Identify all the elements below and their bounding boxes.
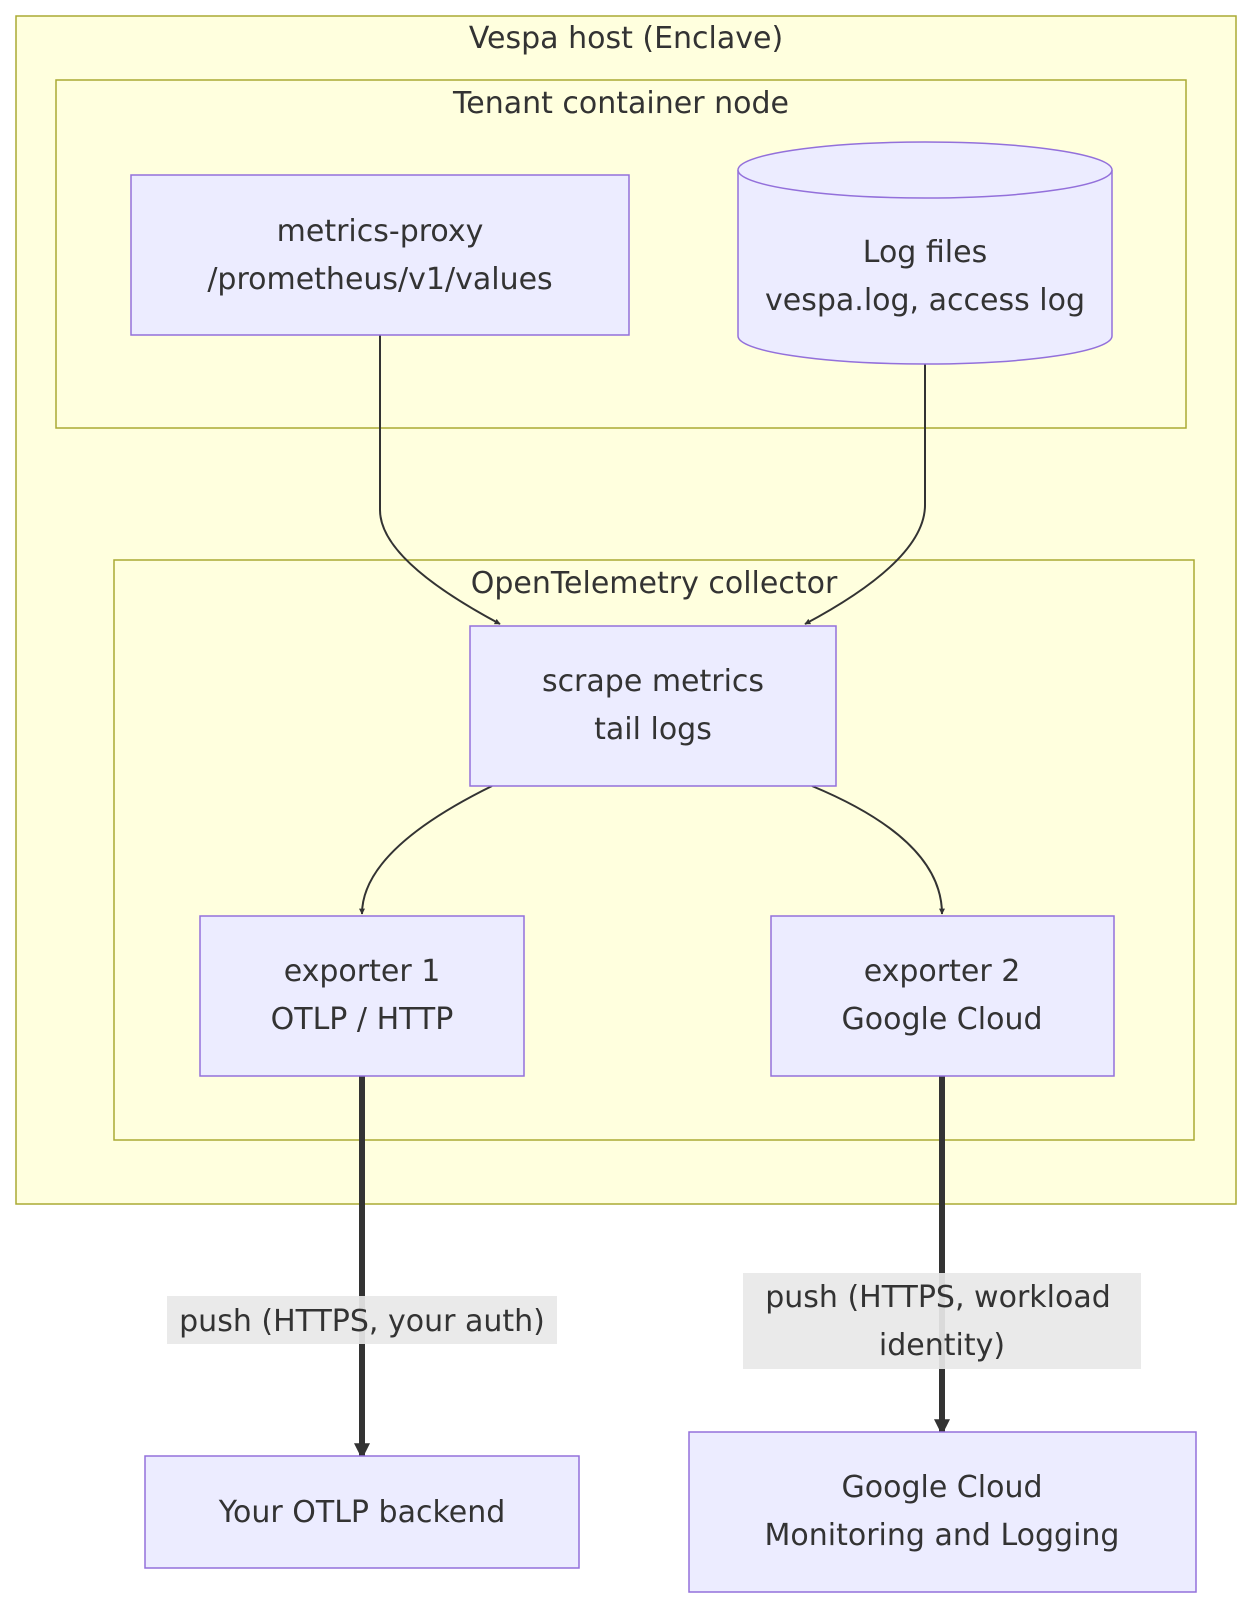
node-exporter1-line1: exporter 1: [284, 954, 441, 989]
log-files-cylinder-body: [737, 170, 1113, 365]
node-otlp-backend: Your OTLP backend: [144, 1455, 580, 1569]
node-gcloud-line2: Monitoring and Logging: [765, 1518, 1120, 1553]
node-exporter1-line2: OTLP / HTTP: [271, 1002, 454, 1037]
log-files-cylinder-top: [737, 141, 1113, 199]
edge-scrape-to-exporter1: [359, 785, 493, 915]
edge-label-push-auth: push (HTTPS, your auth): [167, 1296, 557, 1344]
edge-label-push-workload-line2: identity): [879, 1328, 1005, 1363]
node-log-files-line1: Log files: [863, 235, 987, 270]
edge-scrape-to-exporter2: [811, 785, 945, 915]
node-metrics-proxy-line2: /prometheus/v1/values: [207, 262, 552, 297]
node-log-files: Log files vespa.log, access log: [737, 141, 1113, 365]
node-scrape-tail: scrape metrics tail logs: [469, 625, 837, 787]
node-exporter2-line1: exporter 2: [864, 954, 1021, 989]
node-metrics-proxy: metrics-proxy /prometheus/v1/values: [130, 174, 630, 336]
edges: [354, 335, 950, 1460]
edge-label-push-auth-text: push (HTTPS, your auth): [179, 1304, 545, 1339]
edge-label-push-workload: push (HTTPS, workload identity): [743, 1273, 1141, 1369]
node-scrape-line2: tail logs: [594, 712, 712, 747]
node-log-files-line2: vespa.log, access log: [765, 283, 1085, 318]
node-otlp-backend-label: Your OTLP backend: [218, 1495, 506, 1530]
cluster-tenant-title: Tenant container node: [452, 86, 789, 121]
cluster-vespa-host-title: Vespa host (Enclave): [469, 21, 783, 56]
node-exporter-2: exporter 2 Google Cloud: [770, 915, 1115, 1077]
edge-log-files-to-scrape: [804, 364, 926, 625]
node-gcloud-line1: Google Cloud: [841, 1470, 1042, 1505]
node-scrape-line1: scrape metrics: [542, 664, 764, 699]
node-metrics-proxy-line1: metrics-proxy: [277, 214, 484, 249]
cluster-otel-title: OpenTelemetry collector: [471, 566, 838, 601]
node-google-cloud-monitoring: Google Cloud Monitoring and Logging: [688, 1431, 1197, 1593]
node-exporter2-line2: Google Cloud: [841, 1002, 1042, 1037]
edge-label-push-workload-line1: push (HTTPS, workload: [765, 1280, 1111, 1315]
edge-metrics-proxy-to-scrape: [379, 335, 501, 625]
node-exporter-1: exporter 1 OTLP / HTTP: [199, 915, 525, 1077]
